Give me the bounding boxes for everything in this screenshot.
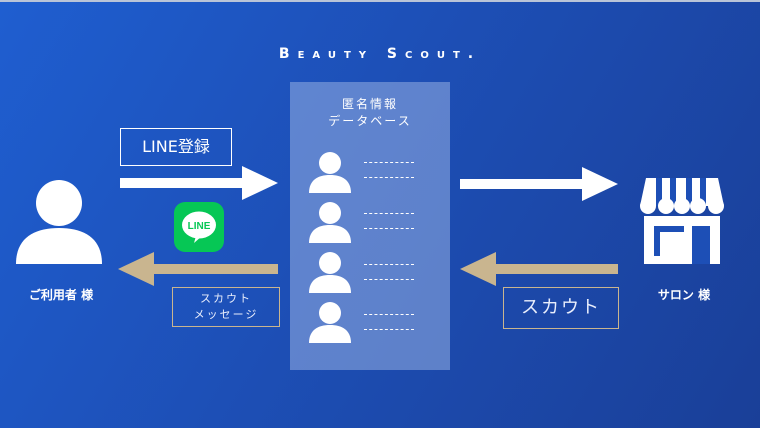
brand-title: Beauty Scout. xyxy=(278,46,482,62)
scout-message-line1: スカウト xyxy=(200,292,252,305)
scout-label: スカウト xyxy=(503,287,619,329)
anonymous-database-panel: 匿名情報 データベース xyxy=(290,82,450,370)
arrow-left-icon xyxy=(460,252,618,286)
record-line xyxy=(364,314,414,315)
salon-label: サロン 様 xyxy=(657,288,711,302)
record-line xyxy=(364,264,414,265)
database-title-line1: 匿名情報 xyxy=(341,97,398,111)
line-logo-text: LINE xyxy=(188,221,211,232)
arrow-right-icon xyxy=(120,166,278,200)
record-line xyxy=(364,213,414,214)
line-logo-icon: LINE xyxy=(174,202,224,252)
user-label: ご利用者 様 xyxy=(28,288,94,302)
store-icon xyxy=(640,178,724,264)
database-title-line2: データベース xyxy=(328,114,412,128)
user-icon xyxy=(309,202,351,243)
database-title: 匿名情報 データベース xyxy=(290,96,450,130)
user-icon xyxy=(309,302,351,343)
line-register-label: LINE登録 xyxy=(120,128,232,166)
scout-message-line2: メッセージ xyxy=(193,308,259,321)
record-line xyxy=(364,228,414,229)
user-icon xyxy=(309,152,351,193)
top-border-line xyxy=(0,0,760,2)
arrow-right-icon xyxy=(460,167,618,201)
arrow-left-icon xyxy=(118,252,278,286)
user-icon xyxy=(16,180,102,264)
record-line xyxy=(364,162,414,163)
record-line xyxy=(364,177,414,178)
user-icon xyxy=(309,252,351,293)
scout-message-label: スカウト メッセージ xyxy=(172,287,280,327)
record-line xyxy=(364,279,414,280)
record-line xyxy=(364,329,414,330)
